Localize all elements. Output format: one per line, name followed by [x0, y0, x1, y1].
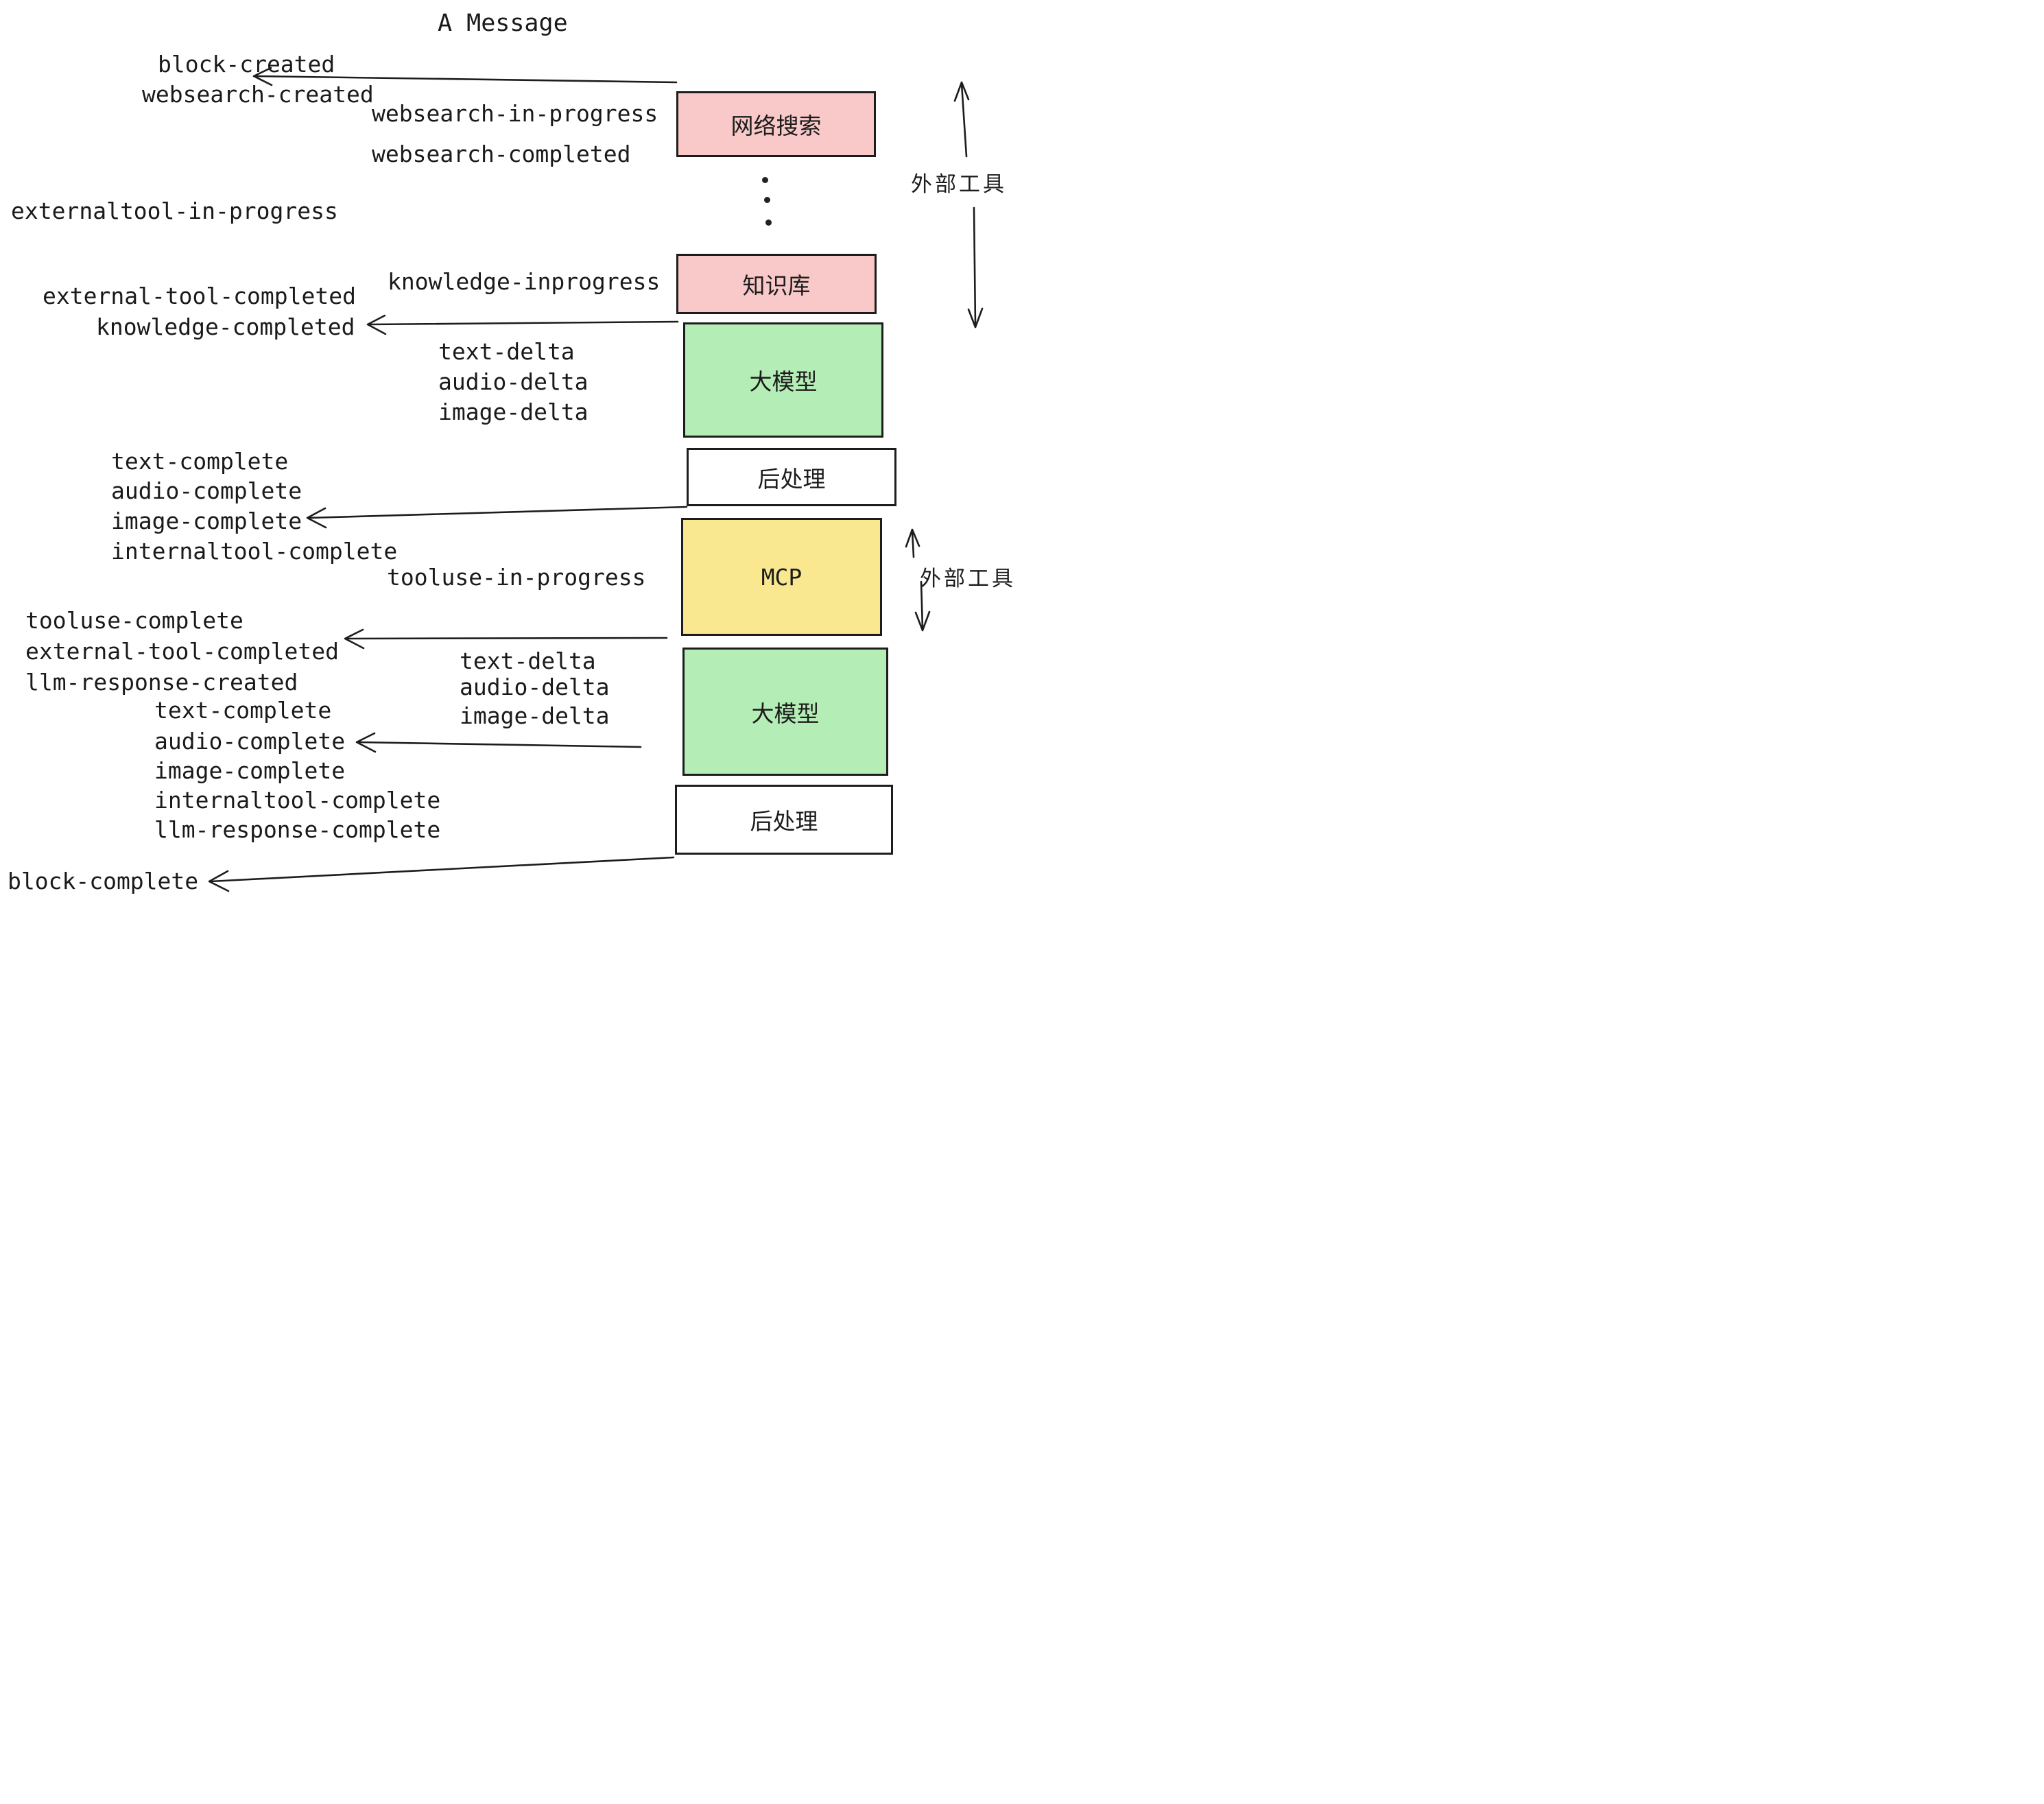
box-mcp-label: MCP — [761, 563, 803, 591]
event-block-created: block-created — [158, 51, 335, 78]
box-llm-bottom: 大模型 — [682, 648, 888, 776]
flow-diagram: A Message block-created websearch-create… — [0, 0, 1022, 902]
event-llm-response-complete: llm-response-complete — [154, 816, 441, 843]
event-tooluse-complete: tooluse-complete — [25, 607, 243, 634]
arrow-to-block-complete — [208, 856, 675, 892]
event-websearch-created: websearch-created — [142, 81, 374, 108]
arrow-external-tools-up-mid — [905, 528, 920, 558]
arrow-external-tools-down-top — [967, 206, 984, 329]
box-websearch-label: 网络搜索 — [730, 112, 822, 139]
event-audio-complete-1: audio-complete — [111, 477, 302, 504]
arrow-to-image-complete — [306, 506, 688, 529]
arrow-layer — [208, 67, 984, 892]
event-externaltool-in-progress: externaltool-in-progress — [11, 198, 338, 224]
box-llm-bottom-label: 大模型 — [751, 700, 820, 727]
event-knowledge-completed: knowledge-completed — [96, 313, 355, 340]
box-postprocess-bottom-label: 后处理 — [750, 808, 818, 835]
box-mcp: MCP — [681, 518, 882, 636]
annotation-external-tools-top: 外部工具 — [911, 172, 1007, 197]
box-llm-top: 大模型 — [683, 322, 883, 438]
box-postprocess-top: 后处理 — [687, 448, 896, 506]
event-knowledge-inprogress: knowledge-inprogress — [388, 268, 661, 295]
annotation-external-tools-mid: 外部工具 — [920, 567, 1016, 591]
event-internaltool-complete-2: internaltool-complete — [154, 787, 441, 814]
box-postprocess-top-label: 后处理 — [757, 465, 826, 492]
event-text-complete-2: text-complete — [154, 697, 332, 724]
box-llm-top-label: 大模型 — [749, 368, 818, 395]
ellipsis-dot-3 — [765, 219, 772, 226]
ellipsis-dot-1 — [762, 177, 768, 183]
event-external-tool-completed-2: external-tool-completed — [25, 638, 339, 665]
arrow-to-audio-complete — [355, 732, 642, 753]
arrow-to-knowledge-completed — [366, 314, 679, 335]
box-knowledge: 知识库 — [676, 254, 877, 314]
event-audio-complete-2: audio-complete — [154, 728, 346, 755]
arrow-to-tooluse-complete — [344, 628, 668, 650]
box-websearch: 网络搜索 — [676, 91, 876, 157]
event-text-complete-1: text-complete — [111, 448, 289, 475]
event-image-delta-1: image-delta — [438, 399, 589, 425]
ellipsis-dot-2 — [764, 197, 770, 203]
arrow-external-tools-up-top — [953, 81, 970, 158]
event-image-delta-2: image-delta — [460, 702, 610, 729]
event-external-tool-completed: external-tool-completed — [43, 283, 356, 309]
event-image-complete-1: image-complete — [111, 508, 302, 534]
event-text-delta-1: text-delta — [438, 338, 575, 365]
event-websearch-completed: websearch-completed — [372, 141, 631, 167]
event-audio-delta-2: audio-delta — [460, 674, 610, 700]
event-image-complete-2: image-complete — [154, 757, 346, 784]
event-llm-response-created: llm-response-created — [25, 669, 298, 696]
box-knowledge-label: 知识库 — [742, 272, 811, 299]
event-audio-delta-1: audio-delta — [438, 368, 589, 395]
event-internaltool-complete-1: internaltool-complete — [111, 538, 398, 565]
event-tooluse-in-progress: tooluse-in-progress — [387, 564, 646, 591]
diagram-title: A Message — [438, 10, 568, 37]
arrow-external-tools-down-mid — [914, 580, 931, 632]
box-postprocess-bottom: 后处理 — [675, 785, 893, 855]
arrow-to-websearch-created — [252, 67, 678, 86]
event-websearch-in-progress: websearch-in-progress — [372, 100, 658, 127]
event-text-delta-2: text-delta — [460, 648, 596, 674]
event-block-complete: block-complete — [8, 868, 199, 894]
